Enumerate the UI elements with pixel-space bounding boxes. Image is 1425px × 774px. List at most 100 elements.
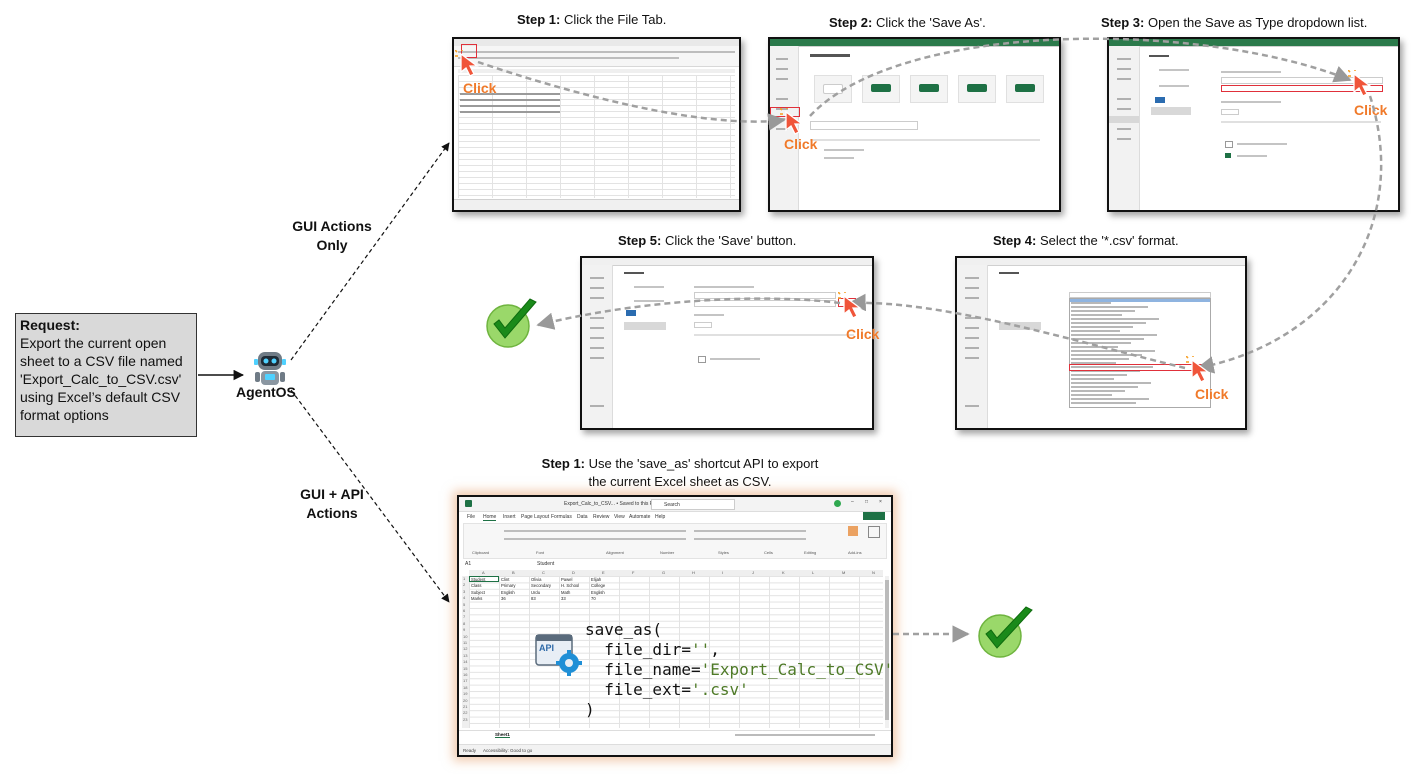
dropdown-option[interactable] [1071, 390, 1125, 392]
cell[interactable]: Secondary [531, 583, 552, 589]
row-header[interactable]: 2 [463, 582, 466, 588]
row-header[interactable]: 8 [463, 620, 466, 626]
save-type-dropdown-list[interactable] [1069, 298, 1211, 408]
column-header[interactable]: H [692, 570, 695, 575]
add-ins-icon[interactable] [848, 526, 858, 536]
dropdown-option[interactable] [1071, 382, 1151, 384]
horizontal-scrollbar[interactable] [735, 734, 875, 736]
row-header[interactable]: 15 [463, 665, 468, 671]
maximize-icon[interactable]: □ [865, 499, 869, 505]
cell[interactable]: Clint [501, 576, 510, 582]
row-header[interactable]: 10 [463, 633, 468, 639]
file-name-field[interactable] [1221, 77, 1383, 84]
cell[interactable]: 83 [531, 596, 536, 601]
cell[interactable]: College [591, 583, 606, 589]
dropdown-option[interactable] [1071, 354, 1142, 356]
dropdown-option[interactable] [1071, 366, 1153, 368]
row-header[interactable]: 23 [463, 716, 468, 722]
cell[interactable]: English [591, 589, 605, 595]
dropdown-option[interactable] [1071, 394, 1112, 396]
row-header[interactable]: 3 [463, 588, 466, 594]
row-header[interactable]: 9 [463, 627, 466, 633]
cell[interactable]: Primary [501, 583, 516, 589]
cell[interactable]: Marks [471, 596, 483, 601]
dropdown-option[interactable] [1071, 302, 1111, 304]
tab-help[interactable]: Help [655, 514, 666, 520]
row-header[interactable]: 12 [463, 646, 468, 652]
tab-home[interactable]: Home [483, 514, 497, 521]
file-name-field[interactable] [1069, 292, 1211, 298]
sheet-tab[interactable]: Sheet1 [495, 732, 510, 738]
cell[interactable]: Pawel [561, 576, 573, 582]
row-header[interactable]: 4 [463, 595, 466, 601]
column-header[interactable]: B [512, 570, 515, 575]
row-header[interactable]: 6 [463, 608, 466, 613]
row-header[interactable]: 21 [463, 704, 468, 709]
row-header[interactable]: 22 [463, 710, 468, 716]
dropdown-option[interactable] [1071, 322, 1146, 324]
cell[interactable]: Subject [471, 589, 485, 595]
row-header[interactable]: 17 [463, 678, 468, 684]
row-header[interactable]: 13 [463, 652, 468, 658]
column-header[interactable]: A [482, 570, 485, 575]
tab-formulas[interactable]: Formulas [551, 514, 572, 520]
row-header[interactable]: 19 [463, 691, 468, 697]
avatar[interactable] [834, 500, 841, 507]
dropdown-option[interactable] [1071, 398, 1149, 400]
cell[interactable]: Olivia [531, 576, 542, 582]
dropdown-option[interactable] [1071, 358, 1129, 360]
formula-input[interactable]: Student [537, 561, 555, 567]
close-icon[interactable]: × [879, 499, 882, 505]
dropdown-option[interactable] [1071, 318, 1159, 320]
dropdown-option[interactable] [1071, 386, 1138, 388]
dropdown-option[interactable] [1071, 310, 1135, 312]
column-header[interactable]: C [542, 570, 545, 575]
cell[interactable]: Elijah [591, 576, 602, 582]
cell[interactable]: Class [471, 583, 482, 589]
dropdown-option[interactable] [1071, 346, 1118, 348]
tab-file[interactable]: File [467, 514, 476, 520]
row-header[interactable]: 16 [463, 672, 468, 677]
tab-insert[interactable]: Insert [503, 514, 516, 520]
column-header[interactable]: L [812, 570, 815, 575]
cell[interactable]: 70 [591, 596, 596, 601]
dropdown-option[interactable] [1071, 362, 1116, 364]
cell[interactable]: English [501, 589, 515, 595]
dropdown-option[interactable] [1071, 374, 1127, 376]
save-type-dropdown-highlight[interactable] [1221, 85, 1383, 92]
excel-search-box[interactable]: Search [651, 499, 735, 510]
dropdown-option[interactable] [1071, 342, 1131, 344]
cell[interactable]: Student [471, 576, 486, 582]
row-header[interactable]: 18 [463, 684, 468, 690]
dropdown-option[interactable] [1071, 334, 1157, 336]
row-header[interactable]: 20 [463, 697, 468, 703]
dropdown-option[interactable] [1071, 402, 1136, 404]
row-header[interactable]: 14 [463, 659, 468, 665]
share-button[interactable] [863, 512, 885, 520]
dropdown-option[interactable] [1071, 338, 1144, 340]
dropdown-option[interactable] [1071, 378, 1114, 380]
column-header[interactable]: N [872, 570, 875, 575]
cell[interactable]: Math [561, 589, 571, 595]
column-header[interactable]: F [632, 570, 635, 575]
active-cell[interactable] [469, 576, 499, 582]
tab-page-layout[interactable]: Page Layout [521, 514, 550, 520]
row-header[interactable]: 7 [463, 614, 466, 620]
column-header[interactable]: G [662, 570, 666, 575]
tab-automate[interactable]: Automate [629, 514, 651, 520]
cell[interactable]: 33 [561, 596, 566, 601]
dropdown-option[interactable] [1071, 314, 1122, 316]
tab-data[interactable]: Data [577, 514, 588, 520]
row-header[interactable]: 1 [463, 576, 466, 581]
cell[interactable]: H. School [561, 583, 580, 589]
dropdown-option[interactable] [1071, 306, 1148, 308]
cell[interactable]: 36 [501, 596, 506, 601]
cell[interactable]: Urdu [531, 589, 541, 595]
dropdown-option[interactable] [1071, 326, 1133, 328]
column-header[interactable]: D [572, 570, 575, 575]
tab-view[interactable]: View [614, 514, 625, 520]
column-header[interactable]: J [752, 570, 754, 575]
column-header[interactable]: I [722, 570, 724, 575]
minimize-icon[interactable]: – [851, 499, 854, 505]
row-header[interactable]: 5 [463, 601, 466, 607]
